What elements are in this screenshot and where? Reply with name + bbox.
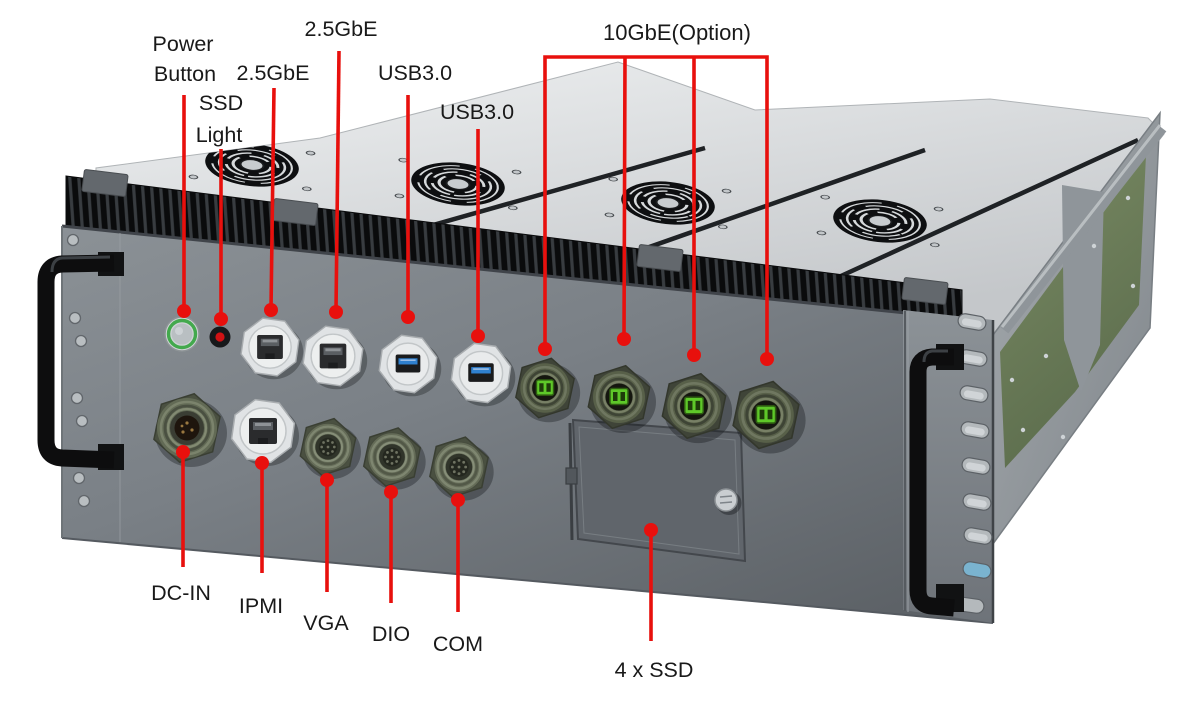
- label-vga: VGA: [303, 611, 349, 635]
- label-ssd-bay: 4 x SSD: [615, 658, 694, 682]
- left-handle: [37, 252, 124, 470]
- label-ssd-light-line2: Light: [196, 123, 243, 147]
- right-handle: [909, 344, 964, 617]
- ssd-access-door: [565, 418, 747, 563]
- label-lan-b: 2.5GbE: [305, 17, 378, 41]
- label-dc-in: DC-IN: [151, 581, 211, 605]
- left-rack-ear: [37, 233, 124, 542]
- ssd-activity-led: [209, 326, 231, 348]
- label-usb-a: USB3.0: [378, 61, 452, 85]
- right-rack-ear: [903, 310, 995, 623]
- front-panel-bottom-edge: [61, 537, 994, 624]
- label-power-button-line1: Power: [153, 32, 214, 56]
- callout-labels: Power Button SSD Light 2.5GbE 2.5GbE USB…: [151, 17, 751, 682]
- label-dio: DIO: [372, 622, 410, 646]
- leader-10gbe-bracket: [543, 55, 769, 359]
- callout-dots: [176, 303, 774, 537]
- label-ssd-light-line1: SSD: [199, 91, 243, 115]
- front-panel-top-edge: [61, 224, 994, 324]
- label-ipmi: IPMI: [239, 594, 283, 618]
- right-ear-slots: [951, 312, 994, 614]
- label-com: COM: [433, 632, 483, 656]
- callout-lines: [181, 50, 769, 641]
- door-hinge-tab: [565, 467, 578, 485]
- label-usb-b: USB3.0: [440, 100, 514, 124]
- front-panel: [62, 226, 993, 623]
- door-thumbscrew: [714, 488, 742, 515]
- label-10gbe-option: 10GbE(Option): [603, 20, 751, 45]
- leader-lan-a: [269, 87, 276, 310]
- power-button: [164, 316, 200, 352]
- chassis: [37, 61, 1167, 624]
- leader-lan-b: [334, 50, 341, 312]
- heatsink-clips: [81, 169, 949, 305]
- label-power-button-line2: Button: [154, 62, 216, 86]
- side-panel: [989, 110, 1167, 551]
- label-lan-a: 2.5GbE: [237, 61, 310, 85]
